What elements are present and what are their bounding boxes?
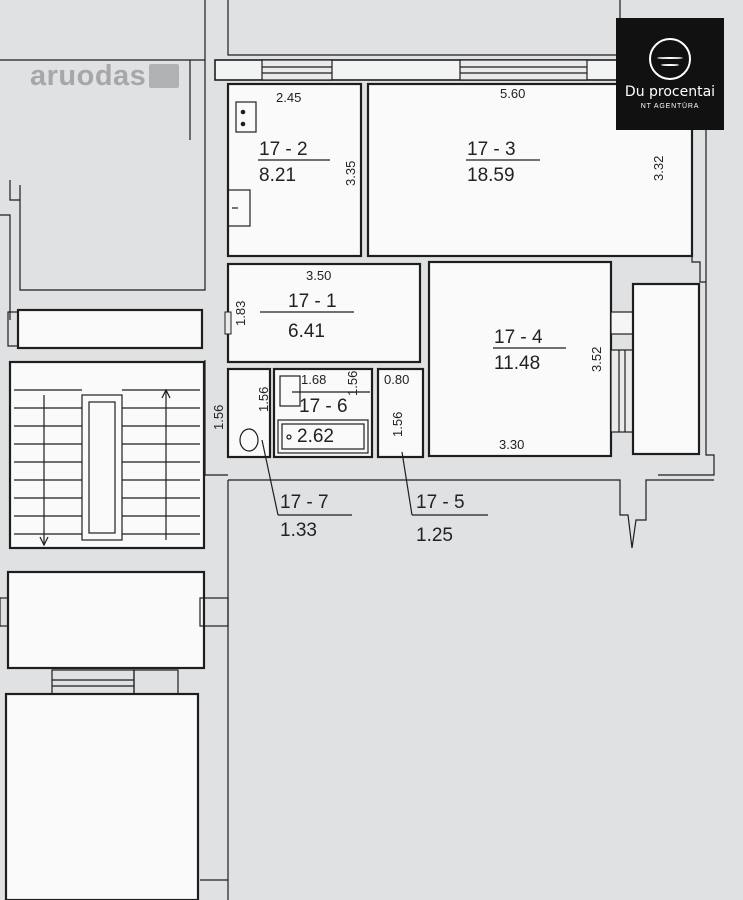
room-17-6 xyxy=(272,367,374,459)
dimension-labels: 2.45 5.60 3.50 1.68 0.80 3.30 3.35 3.32 … xyxy=(211,86,666,452)
room-id-17-4: 17 - 4 xyxy=(494,327,543,348)
room-id-17-2: 17 - 2 xyxy=(259,139,308,160)
dim-room3-depth: 3.32 xyxy=(651,156,666,181)
room-area-17-2: 8.21 xyxy=(259,165,296,186)
dim-room1-width: 3.50 xyxy=(306,268,331,283)
room-area-17-1: 6.41 xyxy=(288,321,325,342)
dim-bath-depth: 1.56 xyxy=(345,371,360,396)
dim-wc-depth-inner: 1.56 xyxy=(256,387,271,412)
room-id-17-3: 17 - 3 xyxy=(467,139,516,160)
room-id-17-1: 17 - 1 xyxy=(288,291,337,312)
room-id-17-6: 17 - 6 xyxy=(299,396,348,417)
room-17-4 xyxy=(427,260,634,458)
dim-room3-width: 5.60 xyxy=(500,86,525,101)
room-id-17-5: 17 - 5 xyxy=(416,492,465,513)
logo-brand: Du procentai xyxy=(624,84,716,100)
dim-room2-width: 2.45 xyxy=(276,90,301,105)
dim-room2-depth: 3.35 xyxy=(343,161,358,186)
wave-circle-icon xyxy=(649,38,691,80)
house-grid-icon xyxy=(149,64,180,88)
room-area-17-4: 11.48 xyxy=(494,353,540,374)
room-17-5 xyxy=(376,367,425,459)
balcony xyxy=(631,282,701,456)
dim-room1-depth: 1.83 xyxy=(233,301,248,326)
room-17-2 xyxy=(226,82,363,258)
room-labels: 17 - 2 8.21 17 - 3 18.59 17 - 1 6.41 17 … xyxy=(259,139,543,546)
dim-closet-depth: 1.56 xyxy=(390,412,405,437)
room-area-17-3: 18.59 xyxy=(467,165,515,186)
room-area-17-5: 1.25 xyxy=(416,525,453,546)
room-17-1 xyxy=(224,262,422,364)
watermark-text: aruodas xyxy=(30,60,147,92)
walls xyxy=(0,0,715,476)
agency-logo: Du procentai NT AGENTŪRA xyxy=(616,18,724,130)
dim-closet-width: 0.80 xyxy=(384,372,409,387)
dim-room4-depth: 3.52 xyxy=(589,347,604,372)
lower-left-room xyxy=(4,669,200,900)
leader-lines xyxy=(258,159,566,516)
room-area-17-7: 1.33 xyxy=(280,520,317,541)
room-id-17-7: 17 - 7 xyxy=(280,492,329,513)
stairwell xyxy=(0,308,229,670)
aruodas-watermark: aruodas xyxy=(30,60,180,93)
dim-room4-width: 3.30 xyxy=(499,437,524,452)
dim-bath-width: 1.68 xyxy=(301,372,326,387)
room-area-17-6: 2.62 xyxy=(297,426,334,447)
logo-subtitle: NT AGENTŪRA xyxy=(640,103,700,110)
dim-wc-depth-outer: 1.56 xyxy=(211,405,226,430)
room-17-7 xyxy=(226,367,272,459)
